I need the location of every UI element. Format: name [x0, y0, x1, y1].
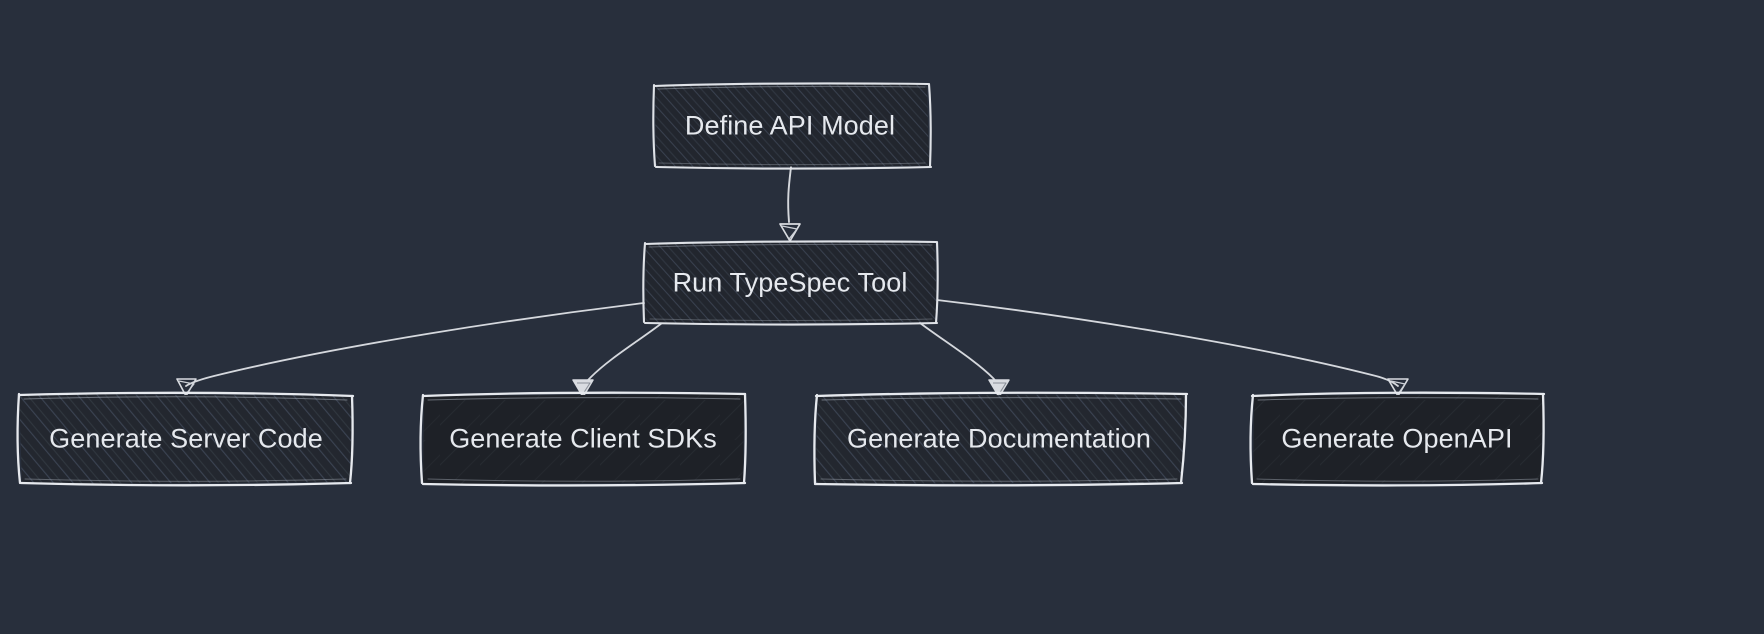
node-run-typespec-tool[interactable]: [642, 240, 939, 326]
edge-run-to-docs: [919, 322, 1010, 398]
edge-run-to-openapi: [936, 299, 1409, 397]
edge-run-to-client: [572, 322, 663, 398]
node-generate-documentation[interactable]: [813, 391, 1189, 487]
node-generate-openapi[interactable]: [1249, 391, 1546, 487]
node-define-api-model[interactable]: [652, 82, 933, 170]
edges-layer: [176, 166, 1409, 398]
edge-run-to-server: [176, 302, 645, 397]
node-generate-server-code[interactable]: [16, 391, 355, 487]
nodes-layer: [16, 82, 1546, 487]
node-generate-client-sdks[interactable]: [419, 391, 747, 487]
edge-define-to-run: [779, 166, 801, 242]
